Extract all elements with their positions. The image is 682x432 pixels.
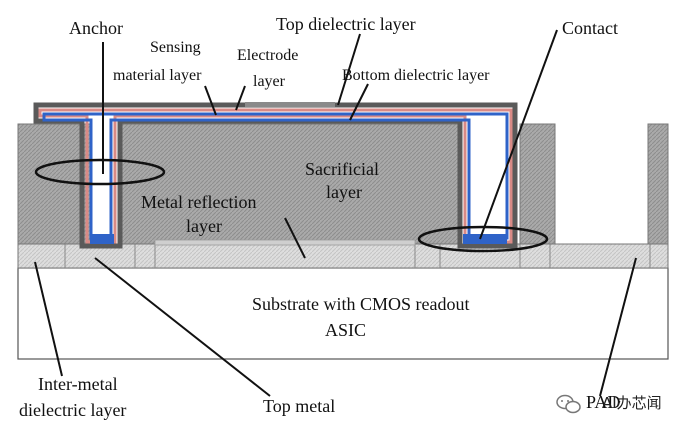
inter-metal-dielectric-layer	[17, 243, 669, 269]
contact-label: Contact	[562, 18, 618, 38]
wechat-logo-icon	[556, 394, 581, 414]
electrode-leader	[235, 85, 246, 111]
sensing-material-layer	[38, 108, 513, 244]
electrode-label-line1: Electrode	[237, 47, 298, 64]
metal-reflection-layer	[154, 239, 416, 246]
electrode-layer	[245, 102, 335, 107]
sensing-label-line2: material layer	[113, 67, 202, 84]
bottom-dielectric-layer	[42, 112, 509, 240]
sacrificial-layer	[17, 123, 669, 245]
top-dielectric-leader	[337, 33, 361, 106]
electrode-label-line2: layer	[253, 73, 286, 90]
inter-metal-leader	[34, 261, 63, 377]
metal-reflection-leader	[284, 217, 306, 259]
contact-bottom	[463, 234, 507, 244]
anchor-ellipse	[34, 158, 166, 186]
sacrificial-label-line1: Sacrificial	[305, 159, 379, 179]
anchor-contact-bottom	[90, 234, 114, 244]
watermark-text: AI办芯闻	[602, 394, 662, 412]
bottom-dielectric-label: Bottom dielectric layer	[342, 67, 490, 84]
top-metal-label: Top metal	[263, 396, 335, 416]
sensing-leader	[204, 85, 217, 116]
substrate-label-line1: Substrate with CMOS readout	[252, 294, 470, 314]
metal-reflection-label-line1: Metal reflection	[141, 192, 256, 212]
pad-leader	[599, 257, 637, 397]
contact-ellipse	[417, 225, 549, 253]
inter-metal-label-line1: Inter-metal	[38, 374, 118, 394]
metal-reflection-label-line2: layer	[186, 216, 222, 236]
inter-metal-label-line2: dielectric layer	[19, 400, 126, 420]
top-metal-leader	[94, 257, 271, 397]
anchor-label: Anchor	[69, 18, 123, 38]
top-dielectric-label: Top dielectric layer	[276, 14, 416, 34]
sacrificial-label-line2: layer	[326, 182, 362, 202]
bottom-dielectric-leader	[349, 83, 369, 121]
sensing-label-line1: Sensing	[150, 39, 201, 56]
contact-leader	[479, 29, 558, 240]
substrate-label-line2: ASIC	[325, 320, 366, 340]
membrane-stack	[33, 102, 518, 249]
pad-label: PAD	[586, 392, 620, 412]
